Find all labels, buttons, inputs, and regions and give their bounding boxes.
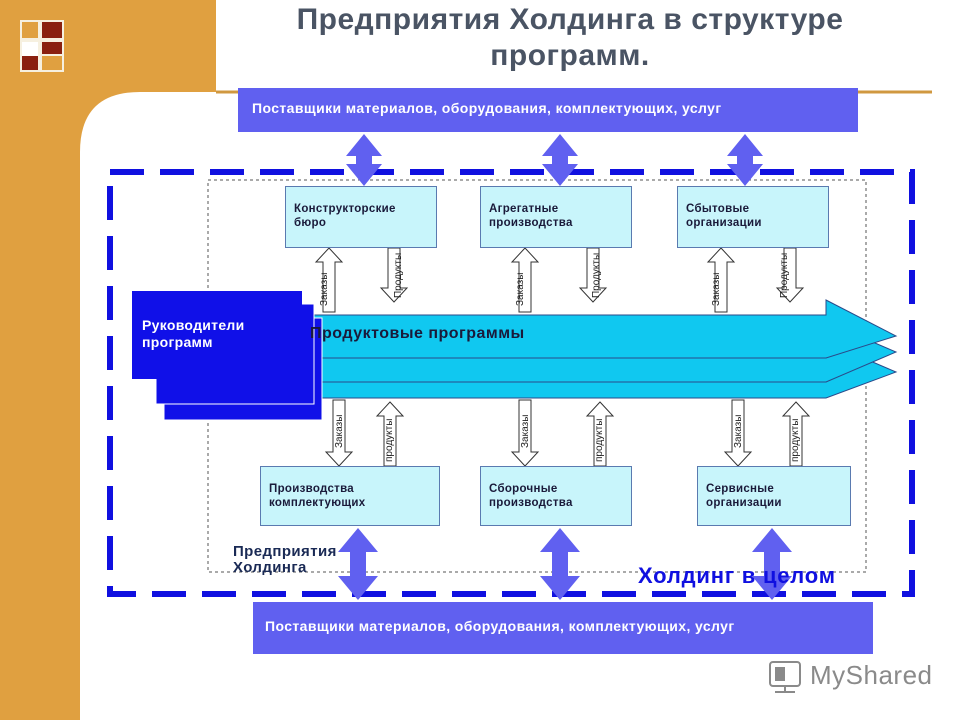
products-arrow-top-3	[775, 247, 805, 303]
enterprises-label: Предприятия Холдинга	[233, 543, 337, 576]
unit-aggregate-production: Агрегатные производства	[480, 186, 632, 248]
products-label-top-2: Продукты	[591, 252, 602, 298]
unit-design-bureaus: Конструкторские бюро	[285, 186, 437, 248]
orders-label-top-2: Заказы	[515, 272, 526, 306]
product-programs-label: Продуктовые программы	[310, 325, 525, 342]
double-arrow-top-2	[542, 134, 578, 186]
unit-assembly-production: Сборочные производства	[480, 466, 632, 526]
products-label-top-1: Продукты	[393, 252, 404, 298]
orders-label-bottom-1: Заказы	[334, 414, 345, 448]
suppliers-bottom-bar: Поставщики материалов, оборудования, ком…	[253, 602, 873, 654]
orders-arrow-top-2	[510, 247, 540, 313]
double-arrow-bottom-2	[540, 528, 580, 600]
holding-label: Холдинг в целом	[638, 563, 836, 588]
holding-border	[107, 169, 915, 597]
orders-arrow-bottom-1	[324, 399, 354, 467]
orders-label-bottom-2: Заказы	[520, 414, 531, 448]
orders-arrow-bottom-2	[510, 399, 540, 467]
side-panel	[0, 0, 216, 720]
logo-icon	[20, 20, 64, 72]
orders-label-bottom-3: Заказы	[733, 414, 744, 448]
unit-sales-organizations: Сбытовые организации	[677, 186, 829, 248]
orders-arrow-top-3	[706, 247, 736, 313]
orders-arrow-top-1	[314, 247, 344, 313]
products-label-bottom-2: продукты	[594, 418, 605, 462]
orders-arrow-bottom-3	[723, 399, 753, 467]
double-arrow-top-3	[727, 134, 763, 186]
products-label-top-3: Продукты	[779, 252, 790, 298]
products-arrow-top-1	[379, 247, 409, 303]
double-arrow-top-1	[346, 134, 382, 186]
products-arrow-top-2	[578, 247, 608, 303]
products-label-bottom-1: продукты	[384, 418, 395, 462]
double-arrow-bottom-1	[338, 528, 378, 600]
unit-component-production: Производства комплектующих	[260, 466, 440, 526]
double-arrow-bottom-3	[752, 528, 792, 600]
suppliers-top-bar: Поставщики материалов, оборудования, ком…	[238, 88, 858, 132]
products-label-bottom-3: продукты	[790, 418, 801, 462]
brand-watermark: MyShared	[810, 660, 933, 690]
page-title: Предприятия Холдинга в структуре програм…	[296, 3, 844, 72]
program-leaders-box: Руководители программ	[132, 291, 302, 379]
unit-service-organizations: Сервисные организации	[697, 466, 851, 526]
orders-label-top-1: Заказы	[319, 272, 330, 306]
myshared-logo-icon	[769, 661, 801, 693]
orders-label-top-3: Заказы	[711, 272, 722, 306]
